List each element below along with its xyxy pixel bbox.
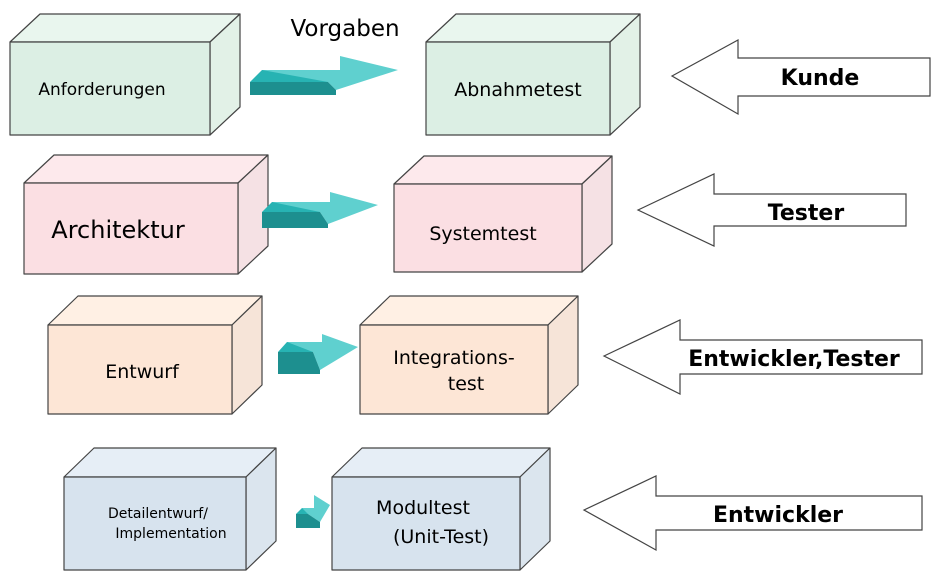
- role-label: Tester: [768, 201, 845, 226]
- teal-arrow-2: [262, 192, 378, 228]
- box-label: Anforderungen: [38, 80, 165, 100]
- box-label: Detailentwurf/: [108, 506, 208, 522]
- role-arrow-entwickler-tester: Entwickler,Tester: [602, 319, 923, 395]
- vorgaben-label: Vorgaben: [290, 16, 399, 42]
- role-arrow-entwickler: Entwickler: [582, 475, 923, 552]
- box-architektur: Architektur: [23, 154, 269, 275]
- box-modultest: Modultest (Unit-Test): [331, 447, 551, 571]
- box-label: Abnahmetest: [454, 79, 581, 101]
- box-integrationstest: Integrations- test: [359, 295, 579, 415]
- box-systemtest: Systemtest: [393, 155, 613, 273]
- role-label: Entwickler,Tester: [688, 347, 900, 372]
- role-arrow-tester: Tester: [636, 173, 907, 247]
- role-label: Kunde: [781, 66, 860, 91]
- box-label: Entwurf: [105, 361, 180, 383]
- teal-arrow-3: [278, 334, 358, 374]
- box-entwurf: Entwurf: [47, 295, 263, 415]
- teal-arrow-1: [250, 56, 398, 95]
- role-arrow-kunde: Kunde: [670, 38, 931, 116]
- box-label: test: [448, 373, 485, 395]
- box-label: Integrations-: [393, 347, 514, 369]
- box-abnahmetest: Abnahmetest: [425, 13, 641, 136]
- box-detailentwurf: Detailentwurf/ Implementation: [63, 447, 277, 571]
- box-label: (Unit-Test): [393, 526, 489, 548]
- box-label: Architektur: [51, 216, 185, 244]
- teal-arrow-4: [296, 495, 330, 528]
- box-label: Systemtest: [429, 223, 536, 245]
- box-label: Modultest: [376, 497, 470, 519]
- box-anforderungen: Anforderungen: [9, 13, 241, 136]
- box-label: Implementation: [115, 526, 226, 542]
- role-label: Entwickler: [713, 503, 843, 528]
